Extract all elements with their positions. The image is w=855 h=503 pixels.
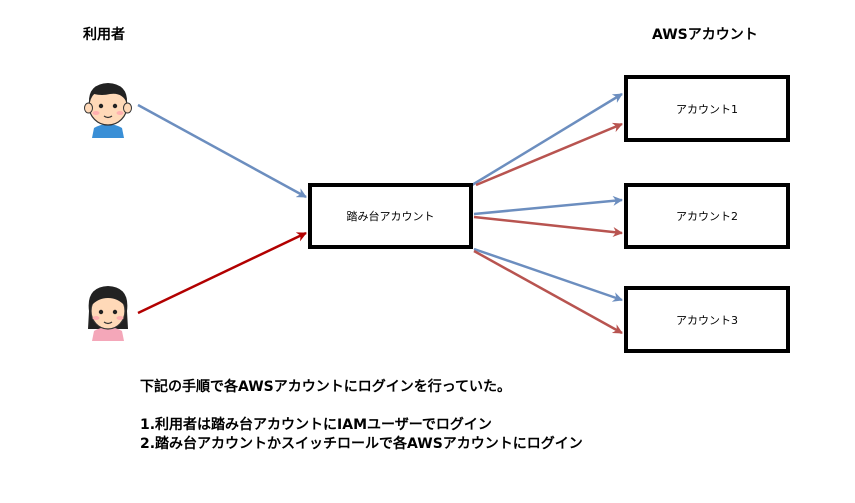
account3-label: アカウント3	[676, 313, 738, 327]
arrow-male-to-bastion	[137, 103, 307, 199]
male-user-icon	[80, 76, 136, 142]
account1-box: アカウント1	[624, 75, 790, 142]
account3-box: アカウント3	[624, 286, 790, 353]
arrow-bastion-to-account2-blue	[473, 195, 623, 216]
arrow-bastion-to-account1-red	[475, 122, 623, 187]
arrow-bastion-to-account1-blue	[471, 92, 623, 187]
note-spacer	[140, 397, 583, 416]
arrow-bastion-to-account3-red	[473, 249, 623, 335]
note-line-3: 2.踏み台アカウントかスイッチロールで各AWSアカウントにログイン	[140, 436, 583, 452]
aws-accounts-heading: AWSアカウント	[652, 27, 758, 43]
arrow-bastion-to-account3-blue	[473, 247, 623, 302]
procedure-note: 下記の手順で各AWSアカウントにログインを行っていた。 1.利用者は踏み台アカウ…	[140, 378, 583, 454]
users-heading: 利用者	[83, 27, 125, 43]
account2-box: アカウント2	[624, 183, 790, 249]
arrow-bastion-to-account2-red	[473, 215, 623, 238]
female-user-icon	[80, 281, 136, 345]
account1-label: アカウント1	[676, 102, 738, 116]
account2-label: アカウント2	[676, 210, 738, 223]
note-line-2: 1.利用者は踏み台アカウントにIAMユーザーでログイン	[140, 417, 492, 433]
bastion-account-label: 踏み台アカウント	[346, 210, 435, 223]
arrow-female-to-bastion	[137, 231, 307, 315]
bastion-account-box: 踏み台アカウント	[308, 183, 473, 249]
note-line-1: 下記の手順で各AWSアカウントにログインを行っていた。	[140, 379, 512, 395]
